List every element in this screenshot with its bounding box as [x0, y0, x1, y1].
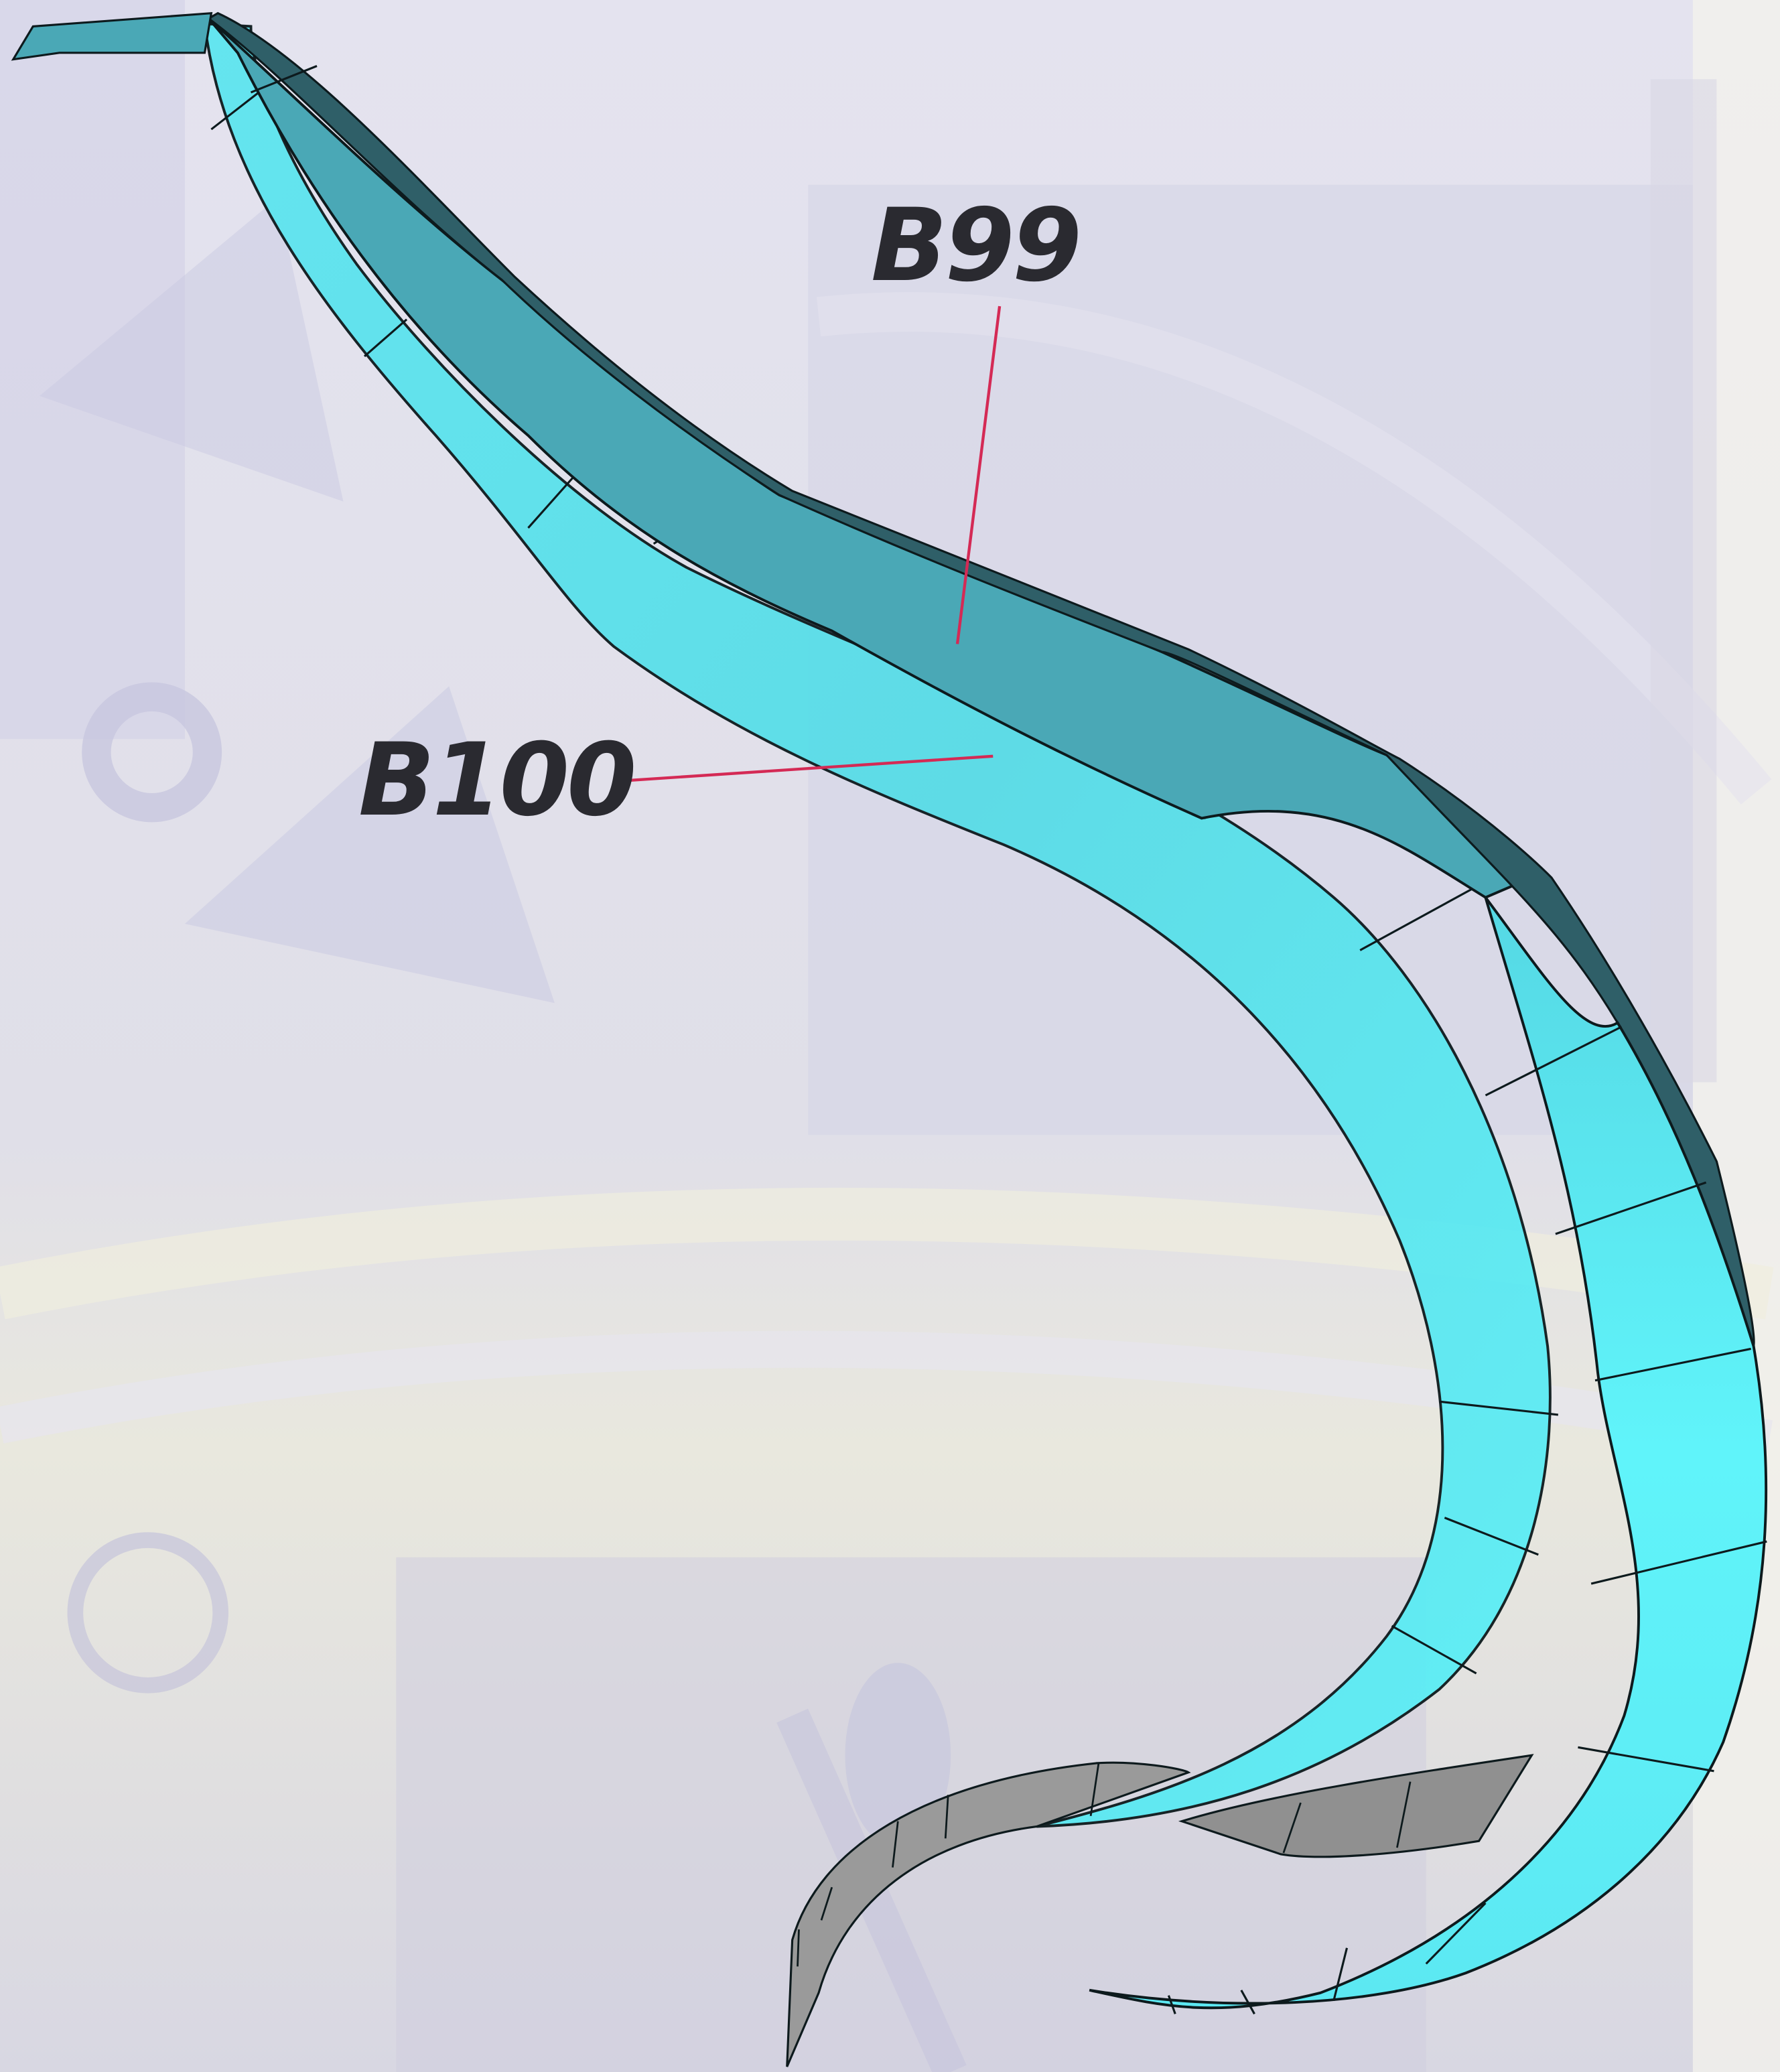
b100-label: B100 — [358, 722, 636, 839]
b99-mesh — [250, 65, 1767, 2015]
b99-leader-line — [955, 305, 1002, 644]
top-left-tab — [11, 11, 213, 61]
leader-lines — [615, 305, 1002, 783]
grey-upper-strip — [786, 1761, 1191, 2067]
b99-outer-edge — [206, 11, 1755, 1355]
part-grey[interactable] — [786, 1754, 1534, 2067]
b100-leader-line — [615, 754, 994, 783]
grey-mesh — [797, 1763, 1412, 1967]
b99-side-face — [1089, 896, 1768, 2010]
b100-face — [203, 22, 1552, 1828]
grey-lower-strip — [1178, 1754, 1534, 1858]
part-b99[interactable] — [206, 11, 1768, 2015]
b99-label: B99 — [871, 188, 1082, 304]
